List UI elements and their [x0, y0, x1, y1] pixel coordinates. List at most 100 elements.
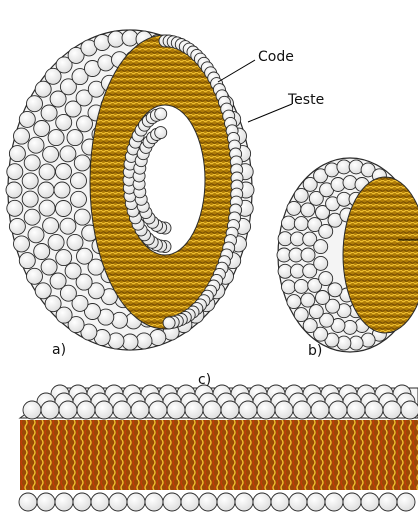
lipid-head-sphere [294, 279, 308, 293]
lipid-head-sphere [56, 164, 72, 180]
lipid-head-sphere [59, 401, 77, 419]
lipid-head-sphere [39, 200, 55, 216]
lipid-head-sphere [301, 203, 315, 217]
label-panel-c: c) [198, 373, 211, 387]
lipid-head-sphere [22, 191, 38, 207]
lipid-head-sphere [43, 218, 59, 234]
lipid-head-sphere [136, 333, 152, 349]
lipid-head-sphere [108, 333, 124, 349]
lipid-head-sphere [287, 295, 301, 309]
lipid-head-sphere [239, 401, 257, 419]
lipid-head-sphere [95, 401, 113, 419]
lipid-head-sphere [199, 493, 217, 511]
lipid-head-sphere [60, 218, 76, 234]
lipid-head-sphere [122, 334, 138, 350]
lipid-head-sphere [54, 182, 70, 198]
lipid-head-sphere [149, 401, 167, 419]
lipid-head-sphere [7, 164, 23, 180]
label-code: Code [258, 50, 294, 64]
lipid-head-sphere [35, 283, 51, 299]
lipid-head-sphere [401, 401, 418, 419]
lipid-bilayer [19, 385, 418, 511]
label-panel-b: b) [308, 344, 322, 358]
lipid-head-sphere [379, 493, 397, 511]
lipid-head-sphere [294, 308, 308, 322]
lipid-head-sphere [217, 493, 235, 511]
lipid-head-sphere [163, 317, 175, 329]
lipid-head-sphere [19, 111, 35, 127]
lipid-head-sphere [287, 201, 301, 215]
label-panel-a: a) [52, 343, 66, 357]
lipid-head-sphere [203, 401, 221, 419]
lipid-head-sphere [127, 493, 145, 511]
lipid-head-sphere [361, 493, 379, 511]
lipid-head-sphere [307, 493, 325, 511]
lipid-head-sphere [383, 401, 401, 419]
lipid-head-sphere [91, 493, 109, 511]
lipid-head-sphere [253, 493, 271, 511]
lipid-head-sphere [347, 401, 365, 419]
lipid-head-sphere [41, 105, 57, 121]
lipid-head-sphere [319, 272, 333, 286]
lipid-head-sphere [275, 401, 293, 419]
lipid-head-sphere [34, 244, 50, 260]
lipid-head-sphere [94, 35, 110, 51]
lipid-head-sphere [9, 218, 25, 234]
lipid-head-sphere [24, 155, 40, 171]
lipid-head-sphere [163, 493, 181, 511]
lipid-head-sphere [55, 493, 73, 511]
lipid-head-sphere [6, 182, 22, 198]
liposome [6, 30, 254, 350]
lipid-head-sphere [24, 209, 40, 225]
lipid-head-sphere [343, 493, 361, 511]
code-leader-line [218, 60, 255, 82]
lipid-head-sphere [60, 146, 76, 162]
lipid-head-sphere [113, 401, 131, 419]
lipid-head-sphere [67, 234, 83, 250]
lipid-head-sphere [74, 155, 90, 171]
lipid-head-sphere [181, 493, 199, 511]
lipid-head-sphere [185, 401, 203, 419]
lipid-head-sphere [71, 191, 87, 207]
lipid-head-sphere [41, 401, 59, 419]
lipid-head-sphere [48, 130, 64, 146]
lipid-head-sphere [282, 216, 296, 230]
lipid-head-sphere [109, 493, 127, 511]
lipid-head-sphere [37, 493, 55, 511]
lipid-head-sphere [41, 259, 57, 275]
lipid-head-sphere [56, 114, 72, 130]
lipid-head-sphere [108, 31, 124, 47]
lipid-head-sphere [131, 401, 149, 419]
lipid-head-sphere [282, 280, 296, 294]
lipid-head-sphere [9, 146, 25, 162]
lipid-head-sphere [77, 401, 95, 419]
lipid-head-sphere [155, 108, 167, 120]
lipid-head-sphere [221, 401, 239, 419]
lipid-head-sphere [301, 248, 315, 262]
lipid-head-sphere [67, 130, 83, 146]
bilayer-tail-region [20, 420, 418, 490]
lipid-head-sphere [14, 128, 30, 144]
lipid-head-sphere [45, 296, 61, 312]
lipid-head-sphere [22, 173, 38, 189]
lipid-head-sphere [38, 182, 54, 198]
lipid-head-sphere [328, 283, 342, 297]
lipid-head-sphere [28, 227, 44, 243]
lipid-head-sphere [27, 268, 43, 284]
lipid-head-sphere [43, 146, 59, 162]
micelle [277, 158, 418, 352]
lipid-head-sphere [314, 256, 328, 270]
lipid-head-sphere [155, 127, 167, 139]
lipid-head-sphere [301, 293, 315, 307]
lipid-head-sphere [311, 401, 329, 419]
lipid-head-sphere [74, 209, 90, 225]
lipid-head-sphere [65, 263, 81, 279]
lipid-head-sphere [28, 137, 44, 153]
teste-leader-line [248, 104, 292, 122]
lipid-head-sphere [27, 96, 43, 112]
lipid-head-sphere [7, 200, 23, 216]
lipid-head-sphere [329, 401, 347, 419]
lipid-head-sphere [309, 305, 323, 319]
lipid-head-sphere [23, 401, 41, 419]
lipid-head-sphere [319, 224, 333, 238]
